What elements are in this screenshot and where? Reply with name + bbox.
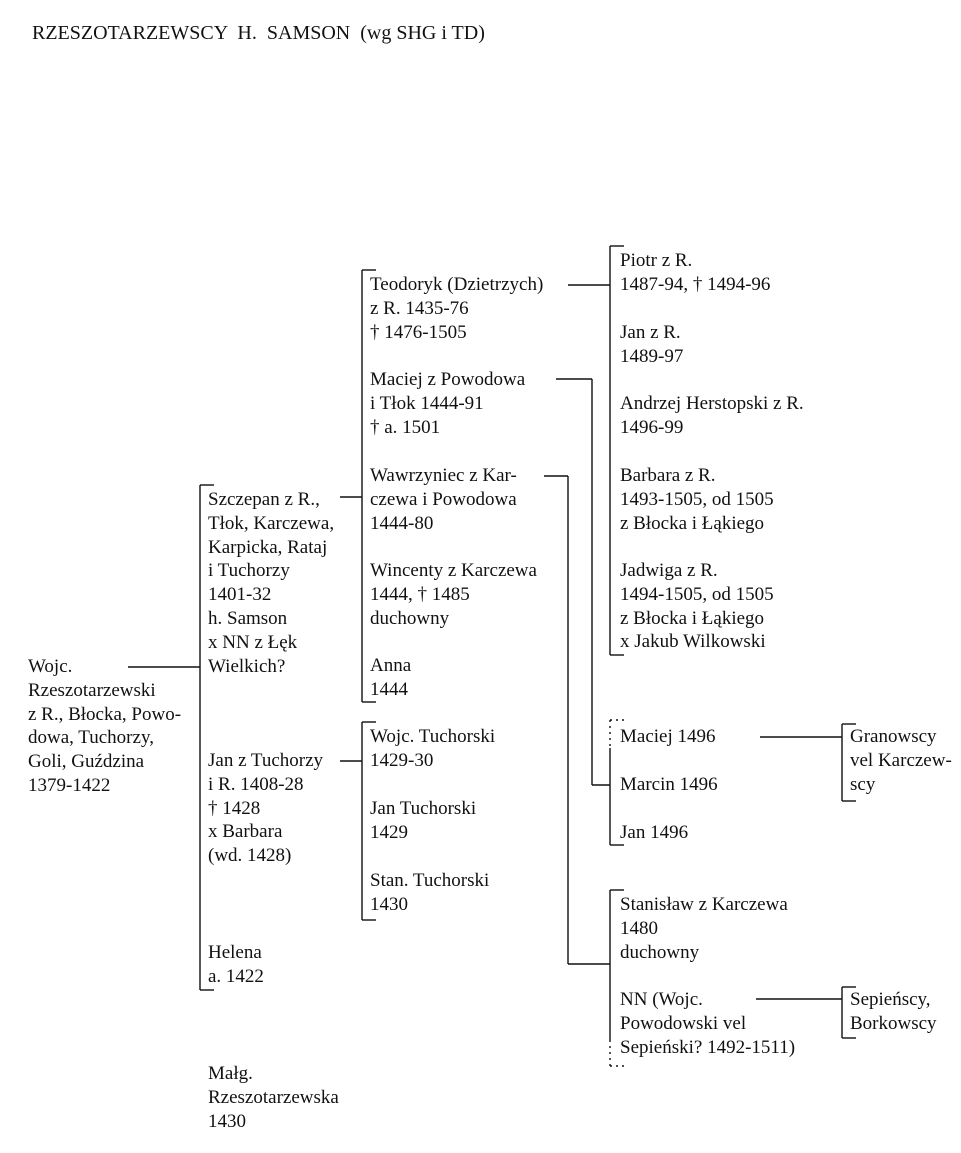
person-stanislaw-z-karczewa: Stanisław z Karczewa 1480 duchowny bbox=[620, 893, 788, 964]
text-line: h. Samson bbox=[208, 607, 288, 629]
text-line: Wawrzyniec z Kar- bbox=[370, 465, 517, 486]
text-line: Jan 1496 bbox=[620, 822, 689, 843]
person-jan-z-r: Jan z R. 1489-97 bbox=[620, 321, 683, 369]
text-line: Piotr z R. bbox=[620, 250, 693, 271]
person-jan-1496: Jan 1496 bbox=[620, 821, 688, 845]
person-malgorzata: Małg. Rzeszotarzewska 1430 bbox=[208, 1062, 339, 1133]
text-line: Wojc. bbox=[28, 656, 73, 677]
text-line: z R. 1435-76 bbox=[370, 297, 469, 319]
text-line: x Barbara bbox=[208, 821, 283, 843]
text-line: Tłok, Karczewa, bbox=[208, 512, 335, 534]
text-line: Jan z Tuchorzy bbox=[208, 750, 324, 771]
text-line: Borkowscy bbox=[850, 1012, 937, 1034]
text-line: scy bbox=[850, 773, 876, 795]
text-line: 1429 bbox=[370, 821, 408, 843]
text-line: Maciej 1496 bbox=[620, 726, 716, 747]
person-nn-wojc-powodowski: NN (Wojc. Powodowski vel Sepieński? 1492… bbox=[620, 988, 795, 1059]
text-line: 1379-1422 bbox=[28, 774, 111, 796]
family-sepienscy: Sepieńscy, Borkowscy bbox=[850, 988, 937, 1036]
text-line: duchowny bbox=[620, 941, 700, 963]
text-line: czewa i Powodowa bbox=[370, 488, 517, 510]
text-line: dowa, Tuchorzy, bbox=[28, 727, 154, 749]
text-line: z Błocka i Łąkiego bbox=[620, 512, 765, 534]
text-line: 1444-80 bbox=[370, 512, 434, 534]
text-line: Stan. Tuchorski bbox=[370, 870, 490, 891]
person-barbara: Barbara z R. 1493-1505, od 1505 z Błocka… bbox=[620, 464, 774, 535]
person-szczepan: Szczepan z R., Tłok, Karczewa, Karpicka,… bbox=[208, 488, 334, 678]
text-line: Teodoryk (Dzietrzych) bbox=[370, 274, 544, 295]
text-line: 1496-99 bbox=[620, 416, 684, 438]
person-piotr: Piotr z R. 1487-94, † 1494-96 bbox=[620, 249, 770, 297]
text-line: 1494-1505, od 1505 bbox=[620, 583, 774, 605]
text-line: 1489-97 bbox=[620, 345, 684, 367]
text-line: x Jakub Wilkowski bbox=[620, 631, 766, 653]
text-line: Anna bbox=[370, 655, 412, 676]
text-line: Andrzej Herstopski z R. bbox=[620, 393, 804, 414]
text-line: † 1428 bbox=[208, 797, 261, 819]
text-line: i Tuchorzy bbox=[208, 560, 290, 582]
text-line: Jadwiga z R. bbox=[620, 560, 718, 581]
text-line: Szczepan z R., bbox=[208, 489, 320, 510]
text-line: 1480 bbox=[620, 917, 658, 939]
text-line: x NN z Łęk bbox=[208, 631, 298, 653]
person-wincenty: Wincenty z Karczewa 1444, † 1485 duchown… bbox=[370, 559, 537, 630]
text-line: Goli, Guździna bbox=[28, 751, 145, 773]
text-line: 1430 bbox=[370, 893, 408, 915]
family-granowscy: Granowscy vel Karczew- scy bbox=[850, 725, 952, 796]
text-line: Marcin 1496 bbox=[620, 774, 718, 795]
text-line: 1430 bbox=[208, 1110, 246, 1132]
text-line: z Błocka i Łąkiego bbox=[620, 607, 765, 629]
text-line: 1444 bbox=[370, 678, 408, 700]
person-jan-tuchorski: Jan Tuchorski 1429 bbox=[370, 797, 476, 845]
text-line: Jan Tuchorski bbox=[370, 798, 477, 819]
text-line: Wielkich? bbox=[208, 655, 286, 677]
text-line: † a. 1501 bbox=[370, 416, 441, 438]
text-line: Wincenty z Karczewa bbox=[370, 560, 537, 581]
person-stan-tuchorski: Stan. Tuchorski 1430 bbox=[370, 869, 489, 917]
text-line: Karpicka, Rataj bbox=[208, 536, 328, 558]
text-line: i R. 1408-28 bbox=[208, 773, 304, 795]
person-jadwiga: Jadwiga z R. 1494-1505, od 1505 z Błocka… bbox=[620, 559, 774, 654]
text-line: Rzeszotarzewski bbox=[28, 679, 156, 701]
text-line: (wd. 1428) bbox=[208, 845, 292, 867]
text-line: Maciej z Powodowa bbox=[370, 369, 526, 390]
text-line: z R., Błocka, Powo- bbox=[28, 703, 182, 725]
text-line: Rzeszotarzewska bbox=[208, 1086, 339, 1108]
text-line: i Tłok 1444-91 bbox=[370, 392, 484, 414]
text-line: Jan z R. bbox=[620, 322, 681, 343]
text-line: Wojc. Tuchorski bbox=[370, 726, 496, 747]
text-line: vel Karczew- bbox=[850, 749, 952, 771]
text-line: 1444, † 1485 bbox=[370, 583, 470, 605]
person-helena: Helena a. 1422 bbox=[208, 941, 264, 989]
page-title: RZESZOTARZEWSCY H. SAMSON (wg SHG i TD) bbox=[32, 22, 485, 44]
person-maciej-1496: Maciej 1496 bbox=[620, 725, 716, 749]
text-line: 1493-1505, od 1505 bbox=[620, 488, 774, 510]
text-line: Sepieński? 1492-1511) bbox=[620, 1036, 796, 1058]
text-line: Małg. bbox=[208, 1063, 253, 1084]
person-jan-z-tuchorzy: Jan z Tuchorzy i R. 1408-28 † 1428 x Bar… bbox=[208, 749, 323, 868]
text-line: 1401-32 bbox=[208, 584, 272, 606]
person-wojc-tuchorski: Wojc. Tuchorski 1429-30 bbox=[370, 725, 495, 773]
person-marcin-1496: Marcin 1496 bbox=[620, 773, 718, 797]
text-line: Sepieńscy, bbox=[850, 989, 931, 1010]
person-teodoryk: Teodoryk (Dzietrzych) z R. 1435-76 † 147… bbox=[370, 273, 543, 344]
text-line: NN (Wojc. bbox=[620, 989, 703, 1010]
text-line: Granowscy bbox=[850, 726, 937, 747]
text-line: Stanisław z Karczewa bbox=[620, 894, 788, 915]
text-line: † 1476-1505 bbox=[370, 321, 467, 343]
text-line: Barbara z R. bbox=[620, 465, 716, 486]
text-line: Helena bbox=[208, 942, 262, 963]
person-wawrzyniec: Wawrzyniec z Kar- czewa i Powodowa 1444-… bbox=[370, 464, 517, 535]
person-anna: Anna 1444 bbox=[370, 654, 411, 702]
text-line: 1487-94, † 1494-96 bbox=[620, 273, 771, 295]
text-line: a. 1422 bbox=[208, 965, 264, 987]
person-andrzej-herstopski: Andrzej Herstopski z R. 1496-99 bbox=[620, 392, 804, 440]
text-line: Powodowski vel bbox=[620, 1012, 747, 1034]
text-line: duchowny bbox=[370, 607, 450, 629]
person-wojciech-rzeszotarzewski: Wojc. Rzeszotarzewski z R., Błocka, Powo… bbox=[28, 655, 181, 798]
text-line: 1429-30 bbox=[370, 749, 434, 771]
person-maciej-z-powodowa: Maciej z Powodowa i Tłok 1444-91 † a. 15… bbox=[370, 368, 525, 439]
